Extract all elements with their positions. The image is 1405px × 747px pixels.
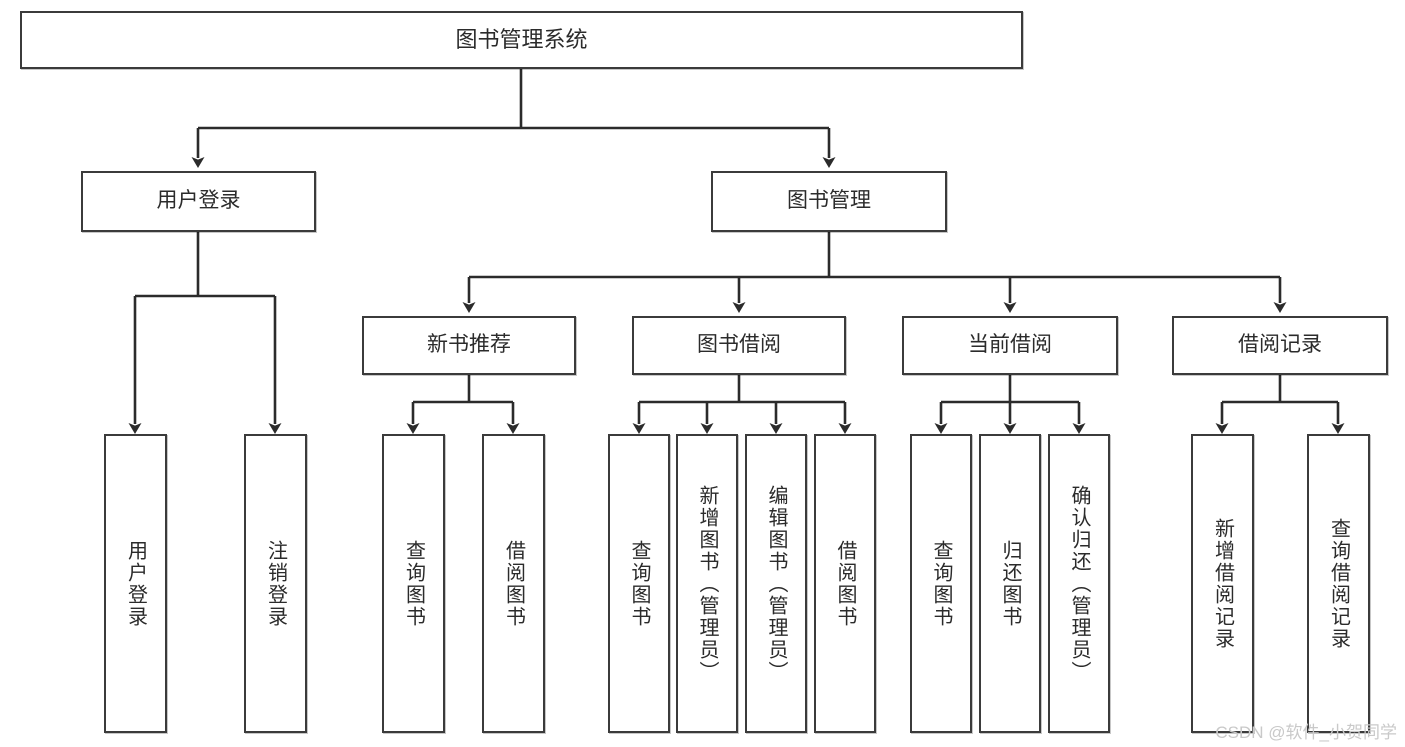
leaf-recommend-query-book[interactable]: 查询图书	[382, 434, 445, 733]
node-label: 借阅记录	[1238, 333, 1322, 357]
leaf-current-return-book[interactable]: 归还图书	[979, 434, 1041, 733]
node-label: 图书借阅	[697, 333, 781, 357]
leaf-recommend-borrow-book[interactable]: 借阅图书	[482, 434, 545, 733]
node-root-system[interactable]: 图书管理系统	[20, 11, 1023, 69]
node-label: 图书管理	[787, 189, 871, 213]
node-borrow-record[interactable]: 借阅记录	[1172, 316, 1388, 375]
leaf-borrow-borrow-book[interactable]: 借阅图书	[814, 434, 876, 733]
node-label: 图书管理系统	[455, 27, 588, 53]
leaf-user-login[interactable]: 用户登录	[104, 434, 167, 733]
node-book-borrow[interactable]: 图书借阅	[632, 316, 846, 375]
node-label: 用户登录	[124, 539, 147, 628]
node-label: 查询借阅记录	[1327, 517, 1350, 650]
node-new-book-recommend[interactable]: 新书推荐	[362, 316, 576, 375]
node-label: 查询图书	[628, 539, 650, 628]
node-label: 新增图书（管理员）	[696, 484, 718, 683]
leaf-user-logout[interactable]: 注销登录	[244, 434, 307, 733]
node-label: 归还图书	[999, 539, 1021, 628]
watermark: CSDN @软件_小贺同学	[1215, 723, 1397, 742]
leaf-record-add-record[interactable]: 新增借阅记录	[1191, 434, 1254, 733]
node-label: 新增借阅记录	[1211, 517, 1234, 650]
leaf-current-query-book[interactable]: 查询图书	[910, 434, 972, 733]
node-label: 查询图书	[930, 539, 952, 628]
node-book-management[interactable]: 图书管理	[711, 171, 947, 232]
leaf-record-query-record[interactable]: 查询借阅记录	[1307, 434, 1370, 733]
node-label: 当前借阅	[968, 333, 1052, 357]
node-label: 确认归还（管理员）	[1068, 484, 1090, 683]
leaf-borrow-add-book-admin[interactable]: 新增图书（管理员）	[676, 434, 738, 733]
leaf-current-confirm-return-admin[interactable]: 确认归还（管理员）	[1048, 434, 1110, 733]
leaf-borrow-query-book[interactable]: 查询图书	[608, 434, 670, 733]
node-label: 借阅图书	[834, 539, 856, 628]
node-user-login[interactable]: 用户登录	[81, 171, 316, 232]
node-label: 注销登录	[264, 539, 287, 628]
node-label: 借阅图书	[502, 539, 525, 628]
leaf-borrow-edit-book-admin[interactable]: 编辑图书（管理员）	[745, 434, 807, 733]
node-current-borrow[interactable]: 当前借阅	[902, 316, 1118, 375]
node-label: 新书推荐	[427, 333, 511, 357]
node-label: 编辑图书（管理员）	[765, 484, 787, 683]
node-label: 查询图书	[402, 539, 425, 628]
node-label: 用户登录	[156, 189, 241, 213]
